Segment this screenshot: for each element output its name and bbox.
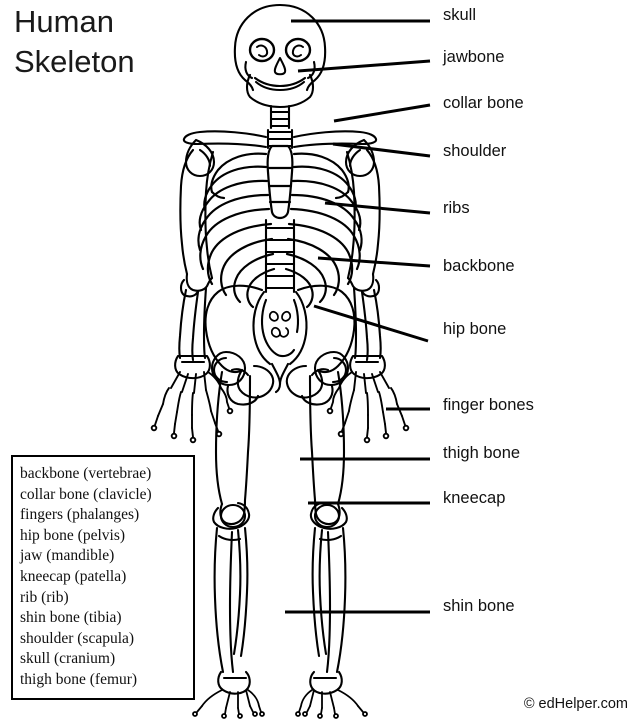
right-shin-bone-tibia	[309, 526, 347, 695]
backbone-vertebrae	[264, 218, 296, 294]
left-thigh-bone-femur	[212, 356, 252, 530]
glossary-box: backbone (vertebrae) collar bone (clavicl…	[11, 455, 195, 700]
glossary-item: jaw (mandible)	[20, 547, 115, 565]
page-title: Human Skeleton	[14, 4, 135, 79]
glossary-item: fingers (phalanges)	[20, 506, 140, 524]
jawbone-mandible	[245, 73, 315, 109]
left-kneecap-patella	[219, 503, 247, 529]
glossary-item: shoulder (scapula)	[20, 629, 135, 647]
glossary-item: skull (cranium)	[20, 650, 116, 668]
callout-label-jawbone: jawbone	[443, 48, 505, 66]
callout-label-skull: skull	[443, 6, 477, 24]
callout-label-hip-bone: hip bone	[443, 320, 507, 338]
callout-label-collar-bone: collar bone	[443, 94, 524, 112]
hip-bone-pelvis	[204, 284, 356, 406]
glossary-item: kneecap (patella)	[20, 567, 127, 585]
skull-bone	[233, 3, 327, 109]
ribs-ribcage	[197, 144, 363, 309]
callout-label-kneecap: kneecap	[443, 489, 506, 507]
right-kneecap-patella	[313, 503, 341, 529]
glossary-item: backbone (vertebrae)	[20, 465, 152, 482]
callout-label-thigh-bone: thigh bone	[443, 444, 521, 462]
glossary-item: collar bone (clavicle)	[20, 485, 152, 503]
neck-vertebrae	[266, 104, 294, 150]
callout-label-ribs: ribs	[443, 199, 470, 217]
callout-label-finger-bones: finger bones	[443, 396, 534, 414]
left-shin-bone-tibia	[213, 526, 251, 695]
glossary-item: rib (rib)	[20, 588, 69, 606]
callout-label-shoulder: shoulder	[443, 142, 507, 160]
callout-label-backbone: backbone	[443, 257, 515, 275]
glossary-item: hip bone (pelvis)	[20, 526, 126, 544]
glossary-item: shin bone (tibia)	[20, 609, 122, 627]
right-thigh-bone-femur	[308, 356, 348, 530]
left-foot-bones	[192, 689, 265, 719]
right-foot-bones	[295, 689, 368, 719]
callout-label-shin-bone: shin bone	[443, 597, 515, 615]
glossary-list: backbone (vertebrae) collar bone (clavicl…	[20, 464, 193, 691]
credit-line: © edHelper.com	[523, 696, 628, 712]
glossary-item: thigh bone (femur)	[20, 670, 138, 688]
